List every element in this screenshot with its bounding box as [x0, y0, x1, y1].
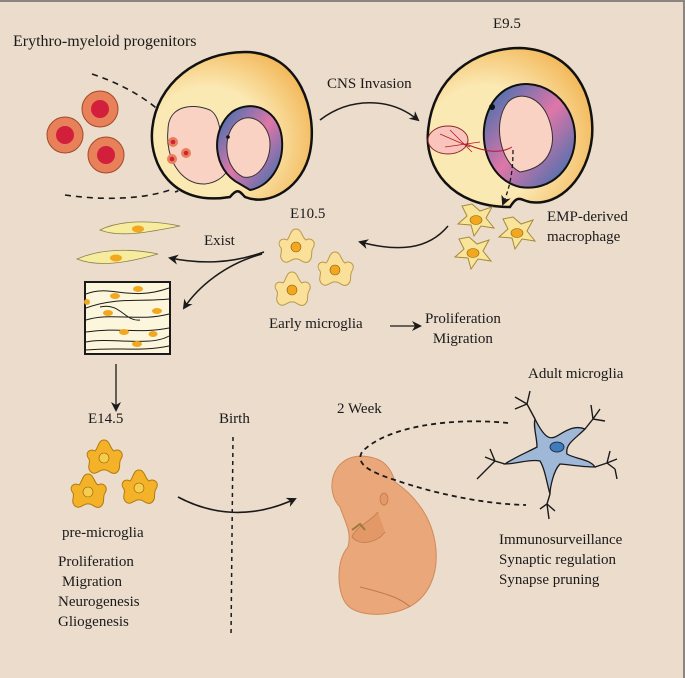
cns-invasion-arrow	[319, 102, 420, 122]
macrophage-to-microglia-arrow	[358, 225, 449, 249]
pre-function-item: Proliferation	[58, 554, 134, 570]
pre-microglia-label: pre-microglia	[62, 525, 144, 541]
pre-function-item: Neurogenesis	[58, 594, 140, 610]
pre-microglia-cell	[86, 439, 123, 474]
emp-macrophage-label-line1: EMP-derived	[547, 209, 628, 225]
dashed-boundary-upper	[91, 73, 196, 193]
pre-function-item: Gliogenesis	[58, 614, 129, 630]
yolk-sac-embryo-left	[150, 50, 314, 201]
emp-cell	[46, 116, 84, 154]
birth-divider-line	[230, 436, 234, 638]
neural-tissue-box	[84, 281, 171, 355]
birth-transition-arrow	[177, 496, 297, 514]
adult-microglia-label: Adult microglia	[528, 366, 624, 382]
early-function-item: Migration	[432, 331, 493, 347]
dashed-boundary-lower	[64, 189, 171, 200]
adult-function-item: Immunosurveillance	[499, 532, 623, 548]
macrophage-cell	[453, 236, 493, 271]
adult-microglia-functions: Immunosurveillance Synaptic regulation S…	[499, 530, 622, 590]
two-week-label: 2 Week	[337, 401, 382, 417]
macrophage-cells	[453, 203, 537, 271]
emp-macrophage-label: EMP-derived macrophage	[547, 207, 628, 247]
adult-function-item: Synapse pruning	[499, 572, 600, 588]
adult-microglia-cell	[476, 390, 618, 520]
pre-function-item: Migration	[62, 574, 122, 590]
yolk-sac-embryo-right	[426, 46, 594, 209]
adult-function-item: Synaptic regulation	[499, 552, 617, 568]
pre-microglia-functions: Proliferation Migration Neurogenesis Gli…	[58, 552, 140, 632]
spindle-cell	[75, 249, 159, 264]
exist-arrow	[168, 251, 265, 265]
spindle-cells	[75, 221, 181, 264]
early-microglia-label: Early microglia	[269, 316, 363, 332]
emp-to-macrophage-arrow	[501, 149, 514, 206]
spindle-cell	[99, 221, 181, 235]
early-microglia-cell	[278, 228, 315, 263]
infant-figure	[331, 455, 437, 615]
early-function-item: Proliferation	[425, 311, 501, 327]
pre-microglia-cell	[121, 469, 158, 504]
pre-microglia-cells	[70, 439, 158, 508]
emp-label: Erythro-myeloid progenitors	[13, 33, 197, 50]
emp-cell	[87, 136, 125, 174]
cns-invasion-label: CNS Invasion	[327, 76, 412, 92]
pre-microglia-cell	[70, 473, 107, 508]
to-tissue-arrow	[182, 253, 263, 310]
early-microglia-cells	[274, 228, 354, 306]
emp-cell	[81, 90, 119, 128]
e14-5-label: E14.5	[88, 411, 124, 427]
emp-cells	[46, 90, 125, 174]
e9-5-label: E9.5	[493, 16, 521, 32]
exist-label: Exist	[204, 233, 235, 249]
early-microglia-cell	[274, 271, 311, 306]
early-microglia-cell	[317, 251, 354, 286]
e10-5-label: E10.5	[290, 206, 326, 222]
emp-macrophage-label-line2: macrophage	[547, 229, 621, 245]
macrophage-cell	[456, 203, 496, 238]
brain-zoom-dashed-outline	[359, 420, 527, 506]
early-microglia-functions: Proliferation Migration	[425, 309, 501, 349]
birth-label: Birth	[219, 411, 250, 427]
macrophage-cell	[497, 216, 537, 251]
